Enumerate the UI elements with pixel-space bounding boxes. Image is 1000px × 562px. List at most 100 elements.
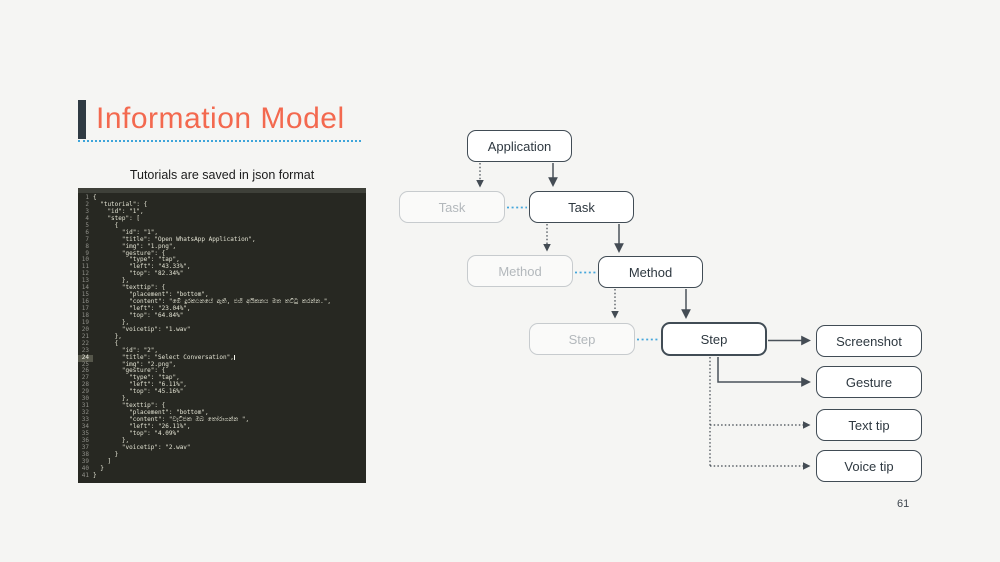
- code-line-25: 25 "img": "2.png",: [78, 360, 366, 369]
- json-code-editor: 1{2 "tutorial": {3 "id": "1",4 "step": […: [78, 188, 366, 483]
- code-line-36: 36 },: [78, 436, 366, 445]
- code-line-14: 14 "texttip": {: [78, 284, 366, 292]
- line-number: 8: [85, 242, 89, 250]
- line-number: 28: [81, 381, 89, 389]
- line-text: {: [93, 194, 97, 201]
- code-line-12: 12 "top": "82.34%": [78, 270, 366, 278]
- line-number: 31: [81, 402, 89, 410]
- code-line-24: 24 "title": "Select Conversation",: [78, 353, 366, 362]
- line-text: "voicetip": "1.wav": [93, 325, 191, 333]
- line-number: 22: [81, 339, 89, 347]
- line-text: "voicetip": "2.wav": [93, 443, 191, 451]
- code-line-30: 30 },: [78, 395, 366, 403]
- code-line-8: 8 "img": "1.png",: [78, 242, 366, 251]
- code-line-27: 27 "type": "tap",: [78, 374, 366, 382]
- code-line-15: 15 "placement": "bottom",: [78, 291, 366, 299]
- node-method: Method: [598, 256, 703, 288]
- code-caption: Tutorials are saved in json format: [129, 168, 315, 182]
- code-line-32: 32 "placement": "bottom",: [78, 409, 366, 417]
- line-text: "step": [: [93, 214, 140, 222]
- node-task: Task: [529, 191, 634, 223]
- code-line-22: 22 {: [78, 339, 366, 348]
- node-label: Voice tip: [844, 458, 894, 474]
- node-label: Application: [487, 138, 552, 154]
- line-number: 13: [81, 277, 89, 285]
- line-text: "top": "45.16%": [93, 388, 184, 396]
- node-method-reference: Method: [467, 255, 573, 287]
- line-number: 23: [81, 346, 89, 354]
- code-line-10: 10 "type": "tap",: [78, 256, 366, 264]
- line-text: "top": "4.09%": [93, 429, 180, 437]
- line-text: "placement": "bottom",: [93, 409, 209, 417]
- code-line-26: 26 "gesture": {: [78, 367, 366, 375]
- title-underline: [78, 140, 361, 142]
- line-number: 11: [81, 263, 89, 271]
- page-title: Information Model: [96, 102, 345, 135]
- node-text-tip: Text tip: [816, 409, 922, 441]
- code-line-19: 19 },: [78, 318, 366, 327]
- line-number: 37: [81, 443, 89, 451]
- code-line-23: 23 "id": "2",: [78, 346, 366, 355]
- line-number: 26: [81, 367, 89, 375]
- connector-step-gesture: [717, 357, 811, 387]
- code-line-34: 34 "left": "26.11%",: [78, 423, 366, 431]
- line-number: 35: [81, 429, 89, 437]
- node-label: Screenshot: [836, 333, 902, 349]
- node-gesture: Gesture: [816, 366, 922, 398]
- editor-top-bar: [78, 188, 366, 193]
- line-text: {: [93, 221, 119, 229]
- line-text: "gesture": {: [93, 249, 166, 257]
- line-text: "left": "23.04%",: [93, 305, 191, 312]
- line-number: 19: [81, 318, 89, 326]
- line-number: 33: [81, 416, 89, 423]
- node-label: Gesture: [845, 374, 893, 390]
- line-number: 6: [85, 228, 89, 236]
- line-number: 12: [81, 270, 89, 278]
- line-number: 2: [85, 200, 89, 208]
- line-text: },: [93, 277, 130, 285]
- code-line-2: 2 "tutorial": {: [78, 200, 366, 209]
- line-text: "img": "2.png",: [93, 360, 177, 368]
- node-application: Application: [467, 130, 572, 162]
- line-text: },: [93, 395, 130, 403]
- line-text: }: [93, 471, 97, 479]
- code-line-4: 4 "step": [: [78, 214, 366, 223]
- title-accent-bar: [78, 100, 86, 139]
- line-number: 16: [81, 298, 89, 306]
- node-label: Method: [628, 264, 673, 280]
- line-text: }: [93, 464, 104, 472]
- line-text: "type": "tap",: [93, 256, 180, 264]
- code-line-9: 9 "gesture": {: [78, 249, 366, 258]
- line-number: 20: [81, 325, 89, 333]
- line-number: 21: [81, 332, 89, 340]
- line-text: "id": "2",: [93, 346, 159, 354]
- line-text: "title": "Select Conversation",: [93, 353, 234, 361]
- line-text: "left": "43.33%",: [93, 263, 191, 271]
- code-line-41: 41}: [78, 471, 366, 480]
- line-number: 9: [85, 249, 89, 257]
- line-number: 1: [85, 194, 89, 201]
- line-number: 41: [81, 471, 89, 479]
- line-number: 3: [85, 207, 89, 215]
- line-text: "tutorial": {: [93, 200, 148, 208]
- code-line-35: 35 "top": "4.09%": [78, 429, 366, 438]
- line-number: 40: [81, 464, 89, 472]
- node-label: Step: [568, 331, 596, 347]
- node-step: Step: [661, 322, 767, 356]
- code-line-40: 40 }: [78, 464, 366, 473]
- node-label: Text tip: [848, 417, 890, 433]
- line-number: 36: [81, 436, 89, 444]
- line-text: {: [93, 339, 119, 347]
- line-number: 15: [81, 291, 89, 299]
- code-line-1: 1{: [78, 194, 366, 202]
- line-number: 39: [81, 457, 89, 465]
- code-line-21: 21 },: [78, 332, 366, 341]
- line-text: "texttip": {: [93, 402, 166, 410]
- code-line-33: 33 "content": "චැට්එක ඔබ තෝරාගන්න ",: [78, 416, 366, 424]
- line-text: "id": "1",: [93, 207, 144, 215]
- line-text: "img": "1.png",: [93, 242, 177, 250]
- line-number: 38: [81, 450, 89, 458]
- line-number: 4: [85, 214, 89, 222]
- line-text: "placement": "bottom",: [93, 291, 209, 299]
